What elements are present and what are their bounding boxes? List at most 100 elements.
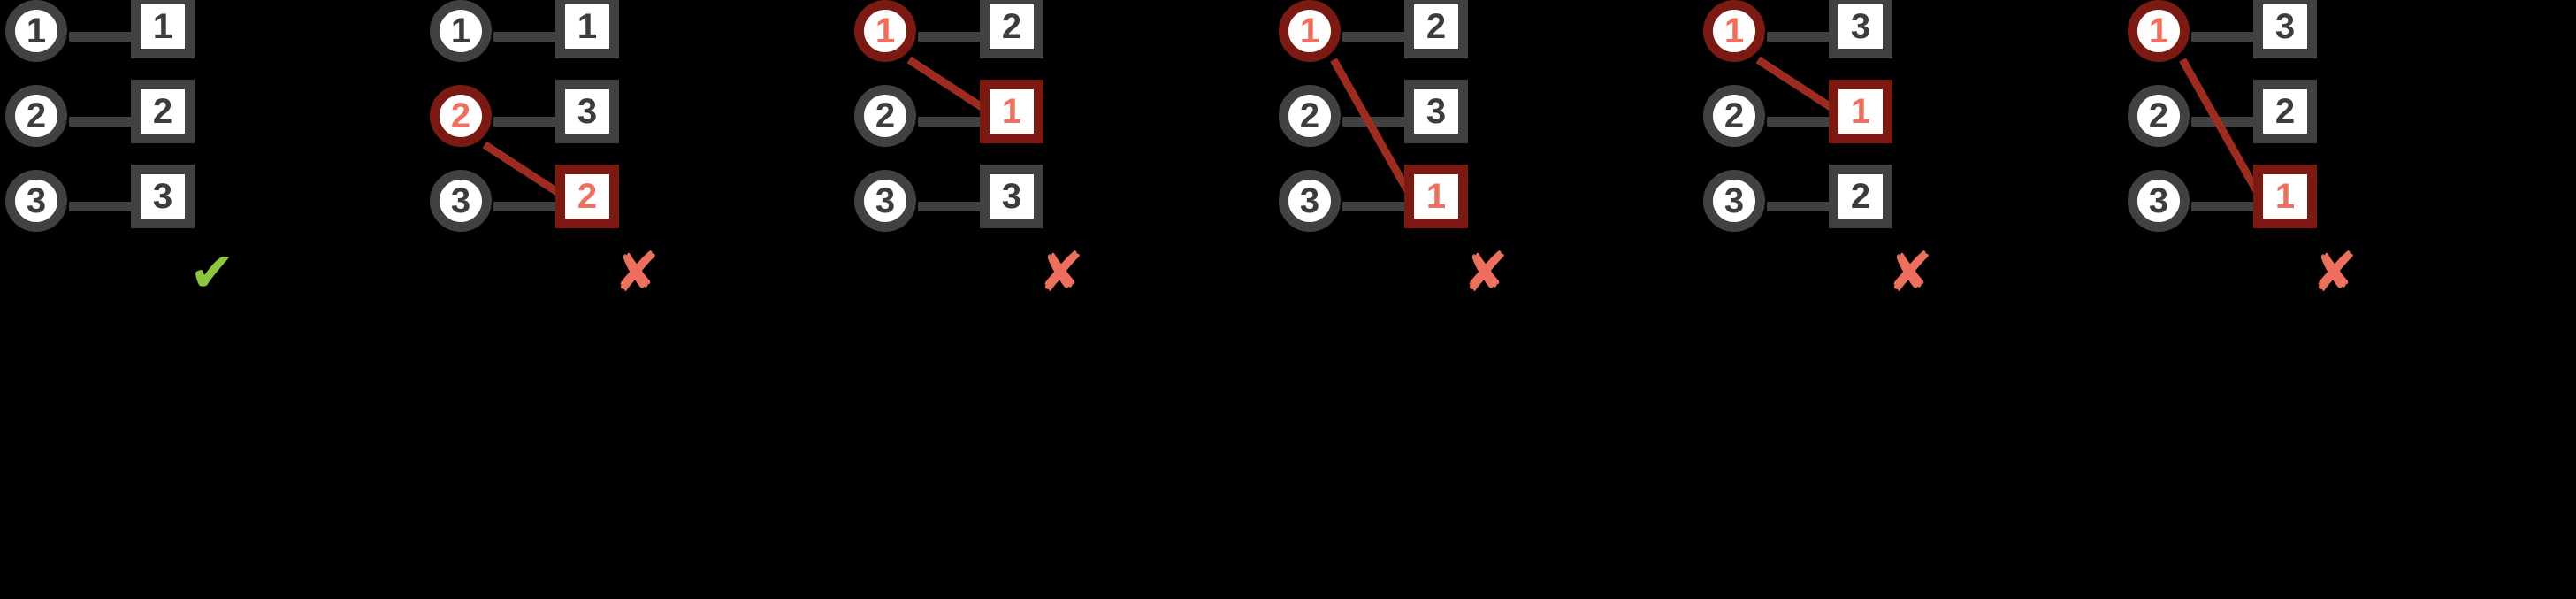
source-node-label: 2 bbox=[1724, 96, 1745, 135]
target-node-label: 2 bbox=[577, 177, 598, 216]
source-node-row-3[interactable]: 3 bbox=[854, 170, 916, 232]
target-node-label: 3 bbox=[1850, 7, 1871, 46]
target-node-label: 3 bbox=[1426, 92, 1447, 131]
source-node-label: 3 bbox=[1724, 181, 1745, 220]
connector-line-row-2 bbox=[69, 117, 134, 127]
target-node-label: 3 bbox=[152, 177, 173, 216]
target-node-label: 3 bbox=[577, 92, 598, 131]
target-node-row-1[interactable]: 2 bbox=[980, 0, 1043, 58]
source-node-label: 1 bbox=[875, 12, 896, 50]
conflict-line bbox=[906, 56, 988, 113]
connector-line-row-2 bbox=[918, 117, 983, 127]
target-node-row-2[interactable]: 3 bbox=[1404, 80, 1468, 143]
source-node-label: 1 bbox=[450, 12, 471, 50]
target-node-row-1[interactable]: 3 bbox=[1829, 0, 1892, 58]
source-node-row-3[interactable]: 3 bbox=[430, 170, 492, 232]
source-node-row-2[interactable]: 2 bbox=[5, 85, 67, 147]
source-node-row-2[interactable]: 2 bbox=[430, 85, 492, 147]
source-node-label: 2 bbox=[26, 96, 47, 135]
connector-line-row-3 bbox=[493, 202, 559, 211]
target-node-row-1[interactable]: 1 bbox=[555, 0, 619, 58]
target-node-row-2[interactable]: 2 bbox=[131, 80, 195, 143]
target-node-row-3[interactable]: 1 bbox=[2253, 165, 2317, 228]
source-node-row-1[interactable]: 1 bbox=[430, 0, 492, 62]
target-node-label: 2 bbox=[1426, 7, 1447, 46]
target-node-label: 3 bbox=[1001, 177, 1022, 216]
source-node-row-1[interactable]: 1 bbox=[854, 0, 916, 62]
connector-line-row-3 bbox=[1767, 202, 1832, 211]
connector-line-row-3 bbox=[1342, 202, 1408, 211]
target-node-row-3[interactable]: 1 bbox=[1404, 165, 1468, 228]
target-node-label: 1 bbox=[1426, 177, 1447, 216]
target-node-row-3[interactable]: 2 bbox=[1829, 165, 1892, 228]
source-node-row-3[interactable]: 3 bbox=[5, 170, 67, 232]
source-node-row-2[interactable]: 2 bbox=[2128, 85, 2190, 147]
source-node-label: 2 bbox=[450, 96, 471, 135]
source-node-row-3[interactable]: 3 bbox=[1279, 170, 1341, 232]
source-node-label: 2 bbox=[875, 96, 896, 135]
target-node-row-1[interactable]: 2 bbox=[1404, 0, 1468, 58]
source-node-label: 1 bbox=[26, 12, 47, 50]
connector-line-row-2 bbox=[493, 117, 559, 127]
target-node-row-1[interactable]: 3 bbox=[2253, 0, 2317, 58]
target-node-label: 1 bbox=[2274, 177, 2296, 216]
target-node-label: 2 bbox=[2274, 92, 2296, 131]
source-node-row-1[interactable]: 1 bbox=[5, 0, 67, 62]
connector-line-row-1 bbox=[918, 32, 983, 42]
target-node-row-2[interactable]: 1 bbox=[1829, 80, 1892, 143]
source-node-label: 3 bbox=[2148, 181, 2169, 220]
target-node-label: 1 bbox=[1001, 92, 1022, 131]
target-node-row-1[interactable]: 1 bbox=[131, 0, 195, 58]
permutation-panel-6: 1 2 3 3 2 1 ✘ bbox=[2122, 0, 2547, 599]
target-node-row-2[interactable]: 2 bbox=[2253, 80, 2317, 143]
source-node-label: 3 bbox=[450, 181, 471, 220]
source-node-label: 1 bbox=[1299, 12, 1320, 50]
target-node-label: 1 bbox=[152, 7, 173, 46]
connector-line-row-1 bbox=[69, 32, 134, 42]
conflict-line bbox=[1330, 58, 1413, 196]
target-node-label: 2 bbox=[1001, 7, 1022, 46]
invalid-cross-icon: ✘ bbox=[1038, 242, 1084, 303]
target-node-row-3[interactable]: 3 bbox=[980, 165, 1043, 228]
target-node-label: 1 bbox=[577, 7, 598, 46]
source-node-label: 2 bbox=[1299, 96, 1320, 135]
invalid-cross-icon: ✘ bbox=[1887, 242, 1933, 303]
target-node-label: 2 bbox=[152, 92, 173, 131]
source-node-label: 1 bbox=[2148, 12, 2169, 50]
target-node-label: 1 bbox=[1850, 92, 1871, 131]
source-node-label: 1 bbox=[1724, 12, 1745, 50]
target-node-label: 3 bbox=[2274, 7, 2296, 46]
connector-line-row-2 bbox=[2191, 117, 2257, 127]
source-node-label: 3 bbox=[26, 181, 47, 220]
target-node-row-2[interactable]: 1 bbox=[980, 80, 1043, 143]
permutation-panel-3: 1 2 3 2 1 3 ✘ bbox=[849, 0, 1273, 599]
permutation-panel-2: 1 2 3 1 3 2 ✘ bbox=[424, 0, 849, 599]
target-node-row-2[interactable]: 3 bbox=[555, 80, 619, 143]
target-node-row-3[interactable]: 2 bbox=[555, 165, 619, 228]
source-node-label: 2 bbox=[2148, 96, 2169, 135]
source-node-row-1[interactable]: 1 bbox=[2128, 0, 2190, 62]
source-node-row-3[interactable]: 3 bbox=[2128, 170, 2190, 232]
source-node-row-2[interactable]: 2 bbox=[1703, 85, 1765, 147]
invalid-cross-icon: ✘ bbox=[614, 242, 660, 303]
connector-line-row-2 bbox=[1767, 117, 1832, 127]
source-node-row-1[interactable]: 1 bbox=[1279, 0, 1341, 62]
permutation-panel-5: 1 2 3 3 1 2 ✘ bbox=[1698, 0, 2122, 599]
connector-line-row-1 bbox=[493, 32, 559, 42]
connector-line-row-1 bbox=[1342, 32, 1408, 42]
connector-line-row-2 bbox=[1342, 117, 1408, 127]
source-node-row-1[interactable]: 1 bbox=[1703, 0, 1765, 62]
permutation-panel-4: 1 2 3 2 3 1 ✘ bbox=[1273, 0, 1698, 599]
source-node-row-3[interactable]: 3 bbox=[1703, 170, 1765, 232]
invalid-cross-icon: ✘ bbox=[2312, 242, 2358, 303]
source-node-row-2[interactable]: 2 bbox=[854, 85, 916, 147]
conflict-line bbox=[482, 141, 563, 198]
target-node-row-3[interactable]: 3 bbox=[131, 165, 195, 228]
connector-line-row-1 bbox=[2191, 32, 2257, 42]
source-node-label: 3 bbox=[875, 181, 896, 220]
invalid-cross-icon: ✘ bbox=[1463, 242, 1509, 303]
conflict-line bbox=[1755, 56, 1837, 113]
source-node-row-2[interactable]: 2 bbox=[1279, 85, 1341, 147]
